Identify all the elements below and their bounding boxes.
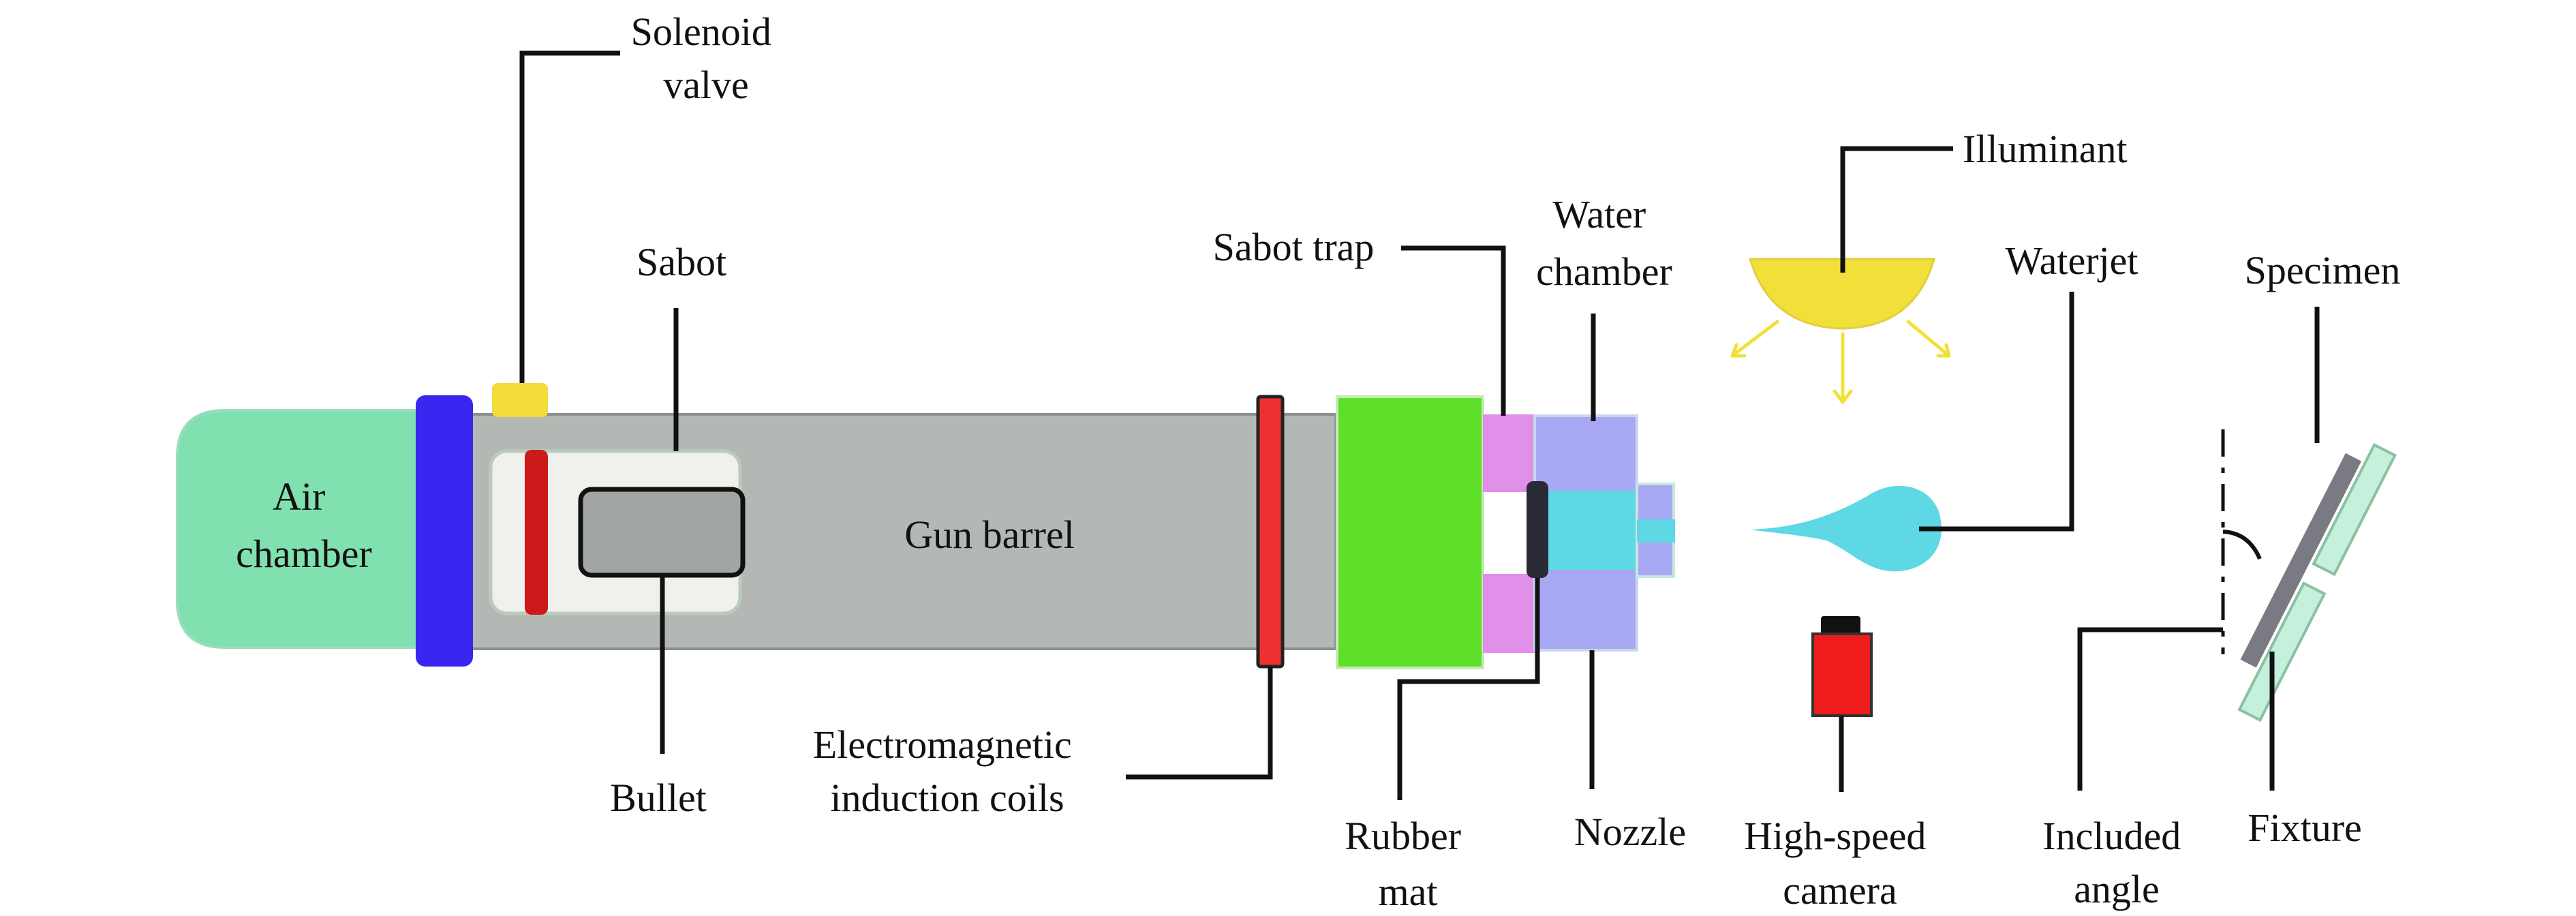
label-sabot: Sabot <box>637 240 726 284</box>
label-solenoid-valve: Solenoid valve <box>631 10 782 107</box>
light-ray-left <box>1730 320 1779 358</box>
light-ray-right-head <box>1936 343 1951 358</box>
light-ray-center-head <box>1833 389 1853 404</box>
label-water-chamber: Water chamber <box>1536 192 1672 294</box>
light-rays <box>1730 320 1951 404</box>
label-high-speed-camera: High-speed camera <box>1744 814 1936 913</box>
leader-lines <box>519 50 2320 800</box>
leader-solenoid-valve <box>519 50 620 383</box>
bullet <box>578 487 746 578</box>
air-chamber-body <box>176 409 438 649</box>
light-ray-right <box>1906 320 1951 358</box>
label-air-chamber: Air chamber <box>236 474 372 576</box>
label-gun-barrel: Gun barrel <box>904 513 1075 557</box>
included-angle-arc <box>2222 530 2262 560</box>
water-core <box>1547 491 1648 570</box>
sabot-ring <box>525 450 548 615</box>
fixture-upper <box>2312 442 2397 577</box>
high-speed-camera <box>1811 616 1873 717</box>
label-specimen: Specimen <box>2245 248 2401 292</box>
label-electromagnetic-coils: Electromagnetic induction coils <box>813 722 1082 820</box>
solenoid-valve <box>492 383 548 417</box>
label-included-angle: Included angle <box>2042 814 2190 911</box>
illuminant-lamp <box>1748 258 1935 330</box>
electromagnetic-induction-coils <box>1256 395 1285 669</box>
nozzle-bore <box>1637 519 1675 543</box>
label-waterjet: Waterjet <box>2006 239 2138 283</box>
sabot-trap-pad-top <box>1483 414 1535 492</box>
sabot-trap <box>1336 395 1484 669</box>
leader-electromagnetic-coils <box>1126 667 1273 780</box>
camera-body <box>1811 632 1873 717</box>
waterjet-droplet <box>1750 485 1942 572</box>
included-angle-marker <box>2221 429 2262 654</box>
sabot-trap-pad-bottom <box>1483 574 1535 653</box>
water-chamber <box>1533 414 1648 652</box>
air-chamber <box>176 409 438 649</box>
light-ray-left-head <box>1730 343 1747 358</box>
rubber-mat <box>1527 481 1548 578</box>
leader-included-angle <box>2077 627 2223 791</box>
label-nozzle: Nozzle <box>1574 810 1686 854</box>
specimen-assembly <box>2237 442 2397 722</box>
illuminant <box>1730 258 1951 404</box>
fixture-lower <box>2237 581 2327 722</box>
barrel-flange <box>416 395 473 667</box>
specimen-plate <box>2240 453 2362 668</box>
leader-waterjet <box>1919 292 2074 532</box>
leader-illuminant <box>1840 146 1953 273</box>
leader-sabot-trap <box>1401 245 1506 416</box>
camera-top <box>1821 616 1860 635</box>
labels: Solenoid valve Sabot Air chamber Gun bar… <box>236 10 2400 914</box>
label-bullet: Bullet <box>610 776 707 820</box>
label-fixture: Fixture <box>2248 806 2362 850</box>
leader-rubber-mat <box>1397 578 1540 800</box>
label-sabot-trap: Sabot trap <box>1213 225 1375 269</box>
label-rubber-mat: Rubber mat <box>1345 814 1471 914</box>
label-illuminant: Illuminant <box>1963 127 2128 171</box>
sabot <box>489 449 746 615</box>
